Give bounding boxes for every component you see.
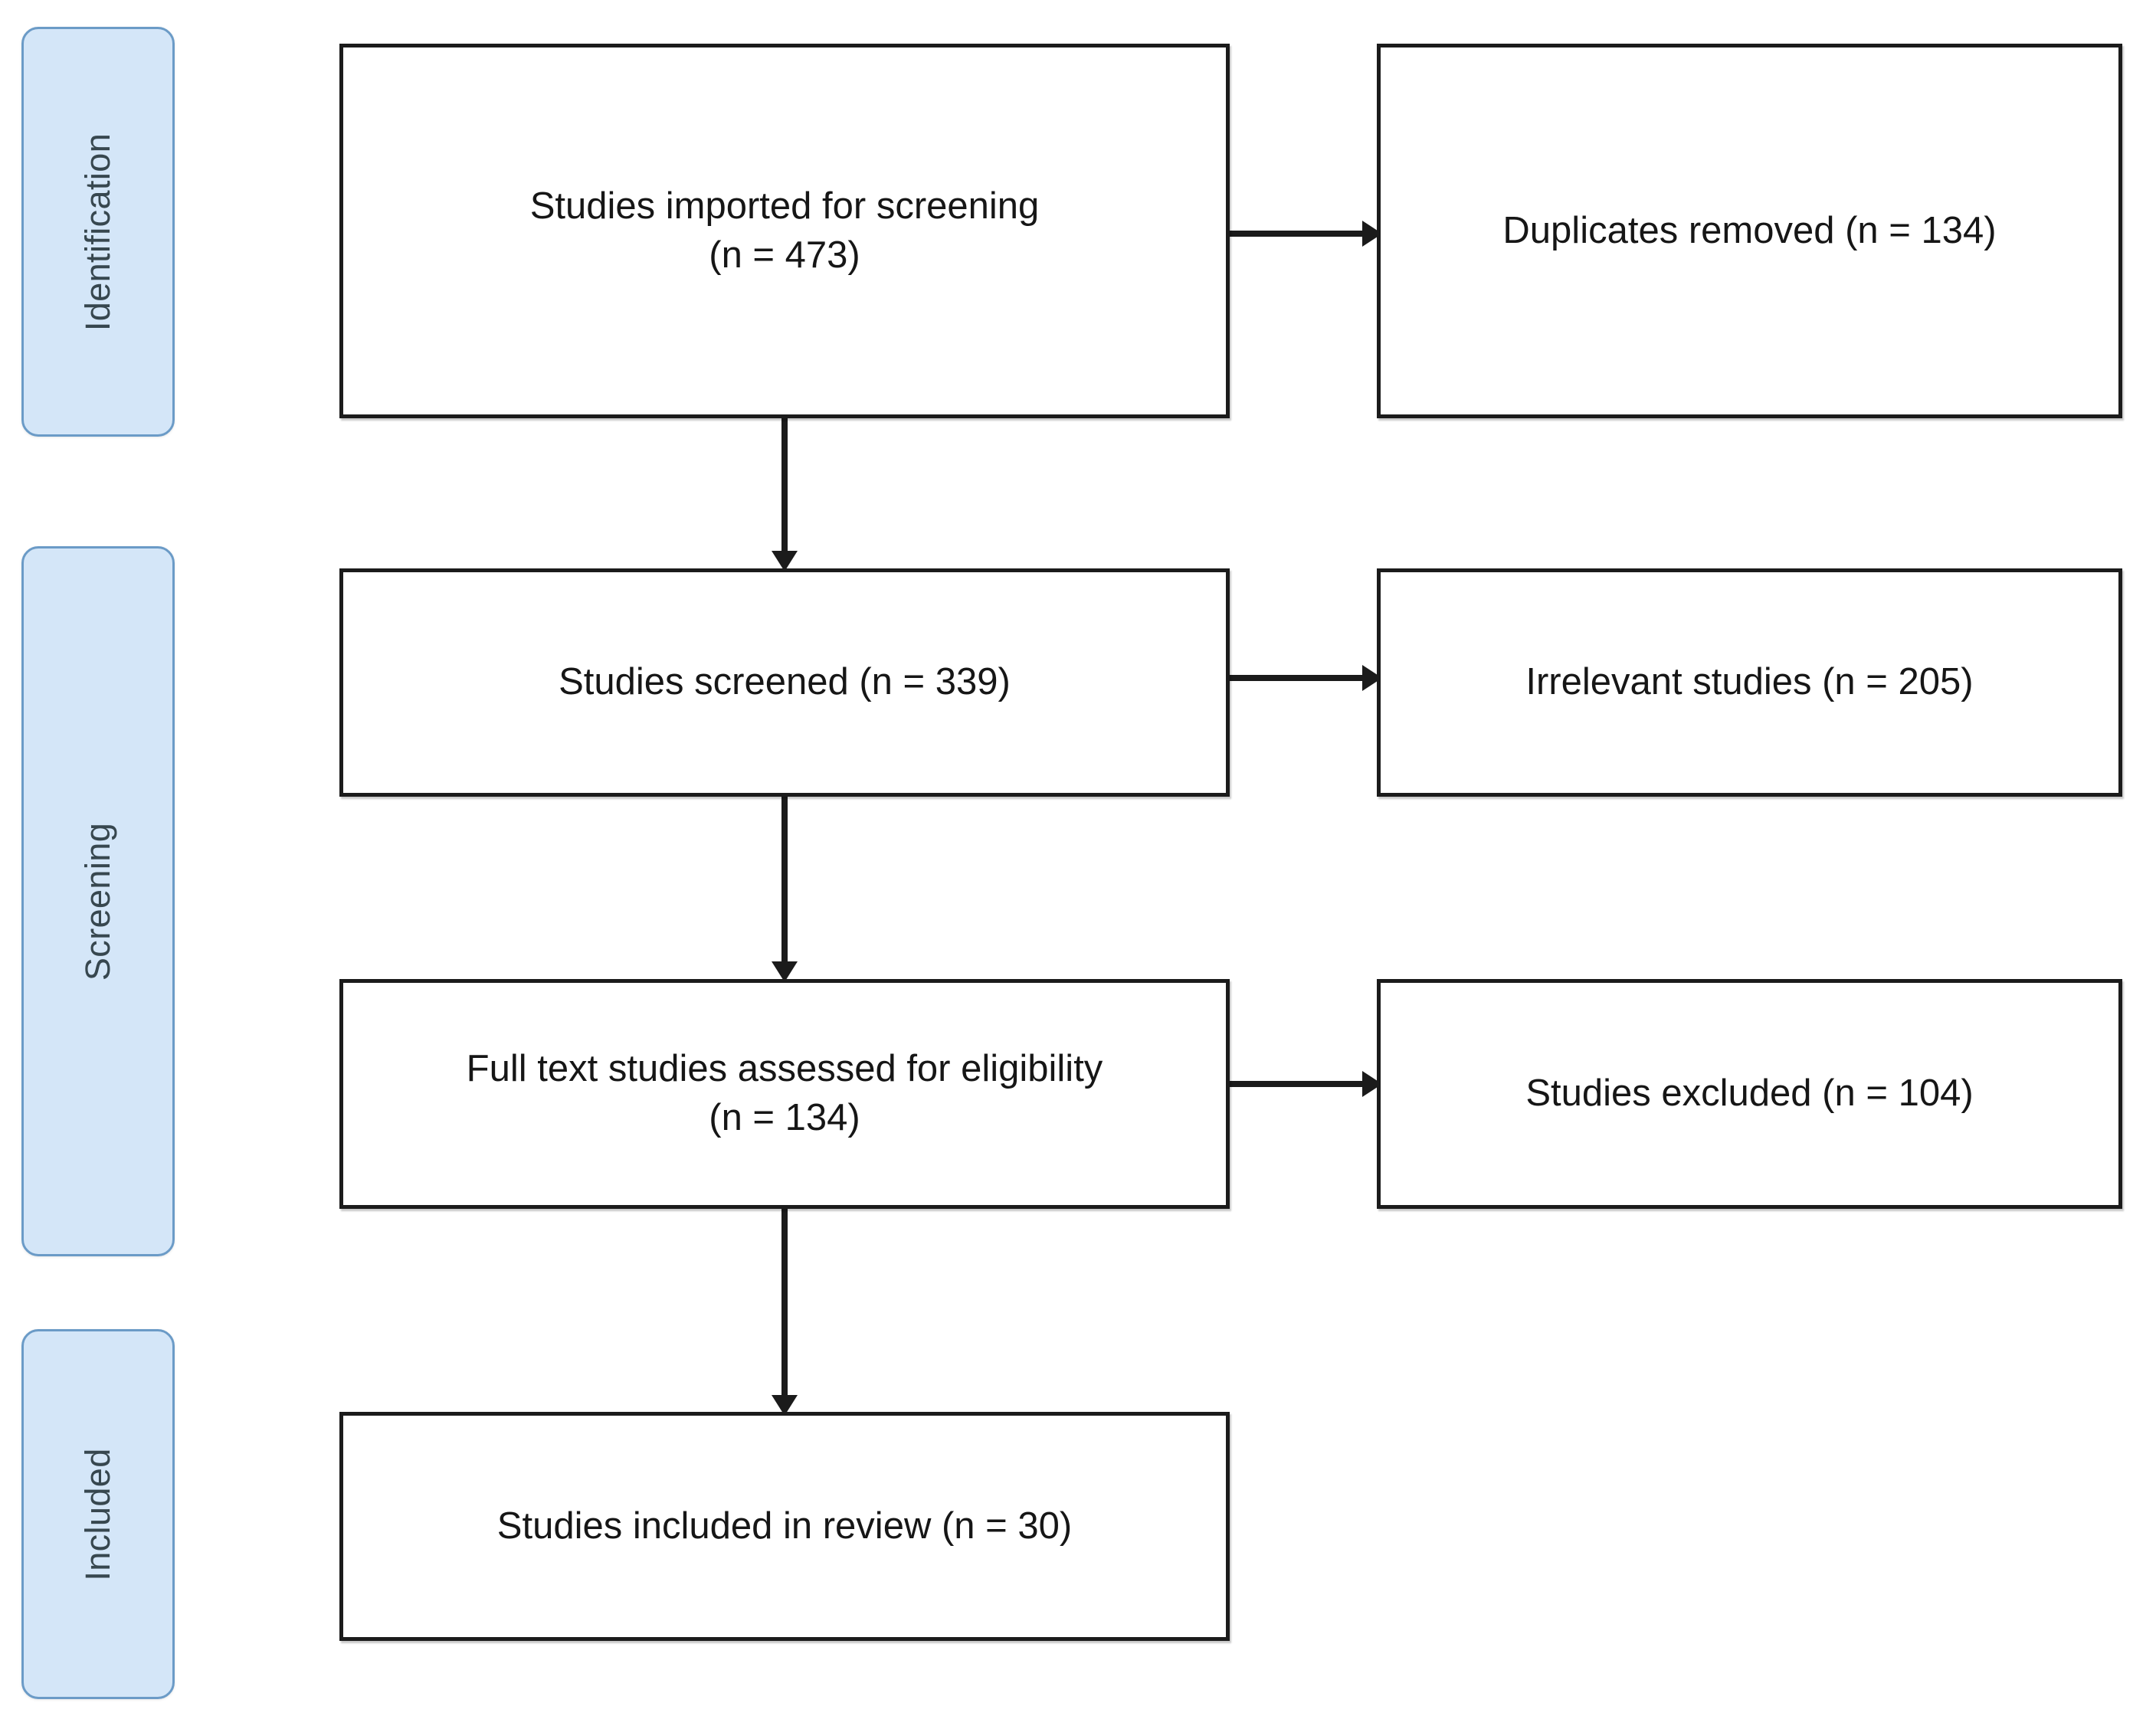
connector-screened-to-fulltext <box>767 793 802 983</box>
flow-box-studies-screened-line1: Studies screened (n = 339) <box>559 661 1011 703</box>
flow-box-studies-imported[interactable]: Studies imported for screening (n = 473) <box>339 44 1230 418</box>
flow-box-duplicates-removed-text: Duplicates removed (n = 134) <box>1483 207 2016 256</box>
connector-imported-to-screened <box>767 414 802 572</box>
flow-box-studies-included[interactable]: Studies included in review (n = 30) <box>339 1412 1230 1641</box>
flow-box-duplicates-removed[interactable]: Duplicates removed (n = 134) <box>1377 44 2122 418</box>
flow-box-studies-included-text: Studies included in review (n = 30) <box>477 1502 1092 1551</box>
flow-box-irrelevant-studies-text: Irrelevant studies (n = 205) <box>1506 658 1993 707</box>
flow-box-studies-imported-line2: (n = 473) <box>709 234 860 276</box>
flow-box-studies-imported-text: Studies imported for screening (n = 473) <box>510 182 1060 280</box>
flow-box-full-text-assessed-line1: Full text studies assessed for eligibili… <box>466 1048 1103 1090</box>
stage-band-label-identification: Identification <box>78 133 117 331</box>
stage-band-included: Included <box>21 1329 175 1699</box>
flow-box-duplicates-removed-line1: Duplicates removed (n = 134) <box>1502 209 1997 251</box>
connector-screened-to-irrelevant <box>1226 660 1383 696</box>
stage-band-label-screening: Screening <box>78 822 117 981</box>
flow-box-studies-included-line1: Studies included in review (n = 30) <box>496 1505 1073 1547</box>
flow-box-studies-screened-text: Studies screened (n = 339) <box>539 658 1030 707</box>
flow-box-full-text-assessed[interactable]: Full text studies assessed for eligibili… <box>339 979 1230 1209</box>
stage-band-screening: Screening <box>21 546 175 1256</box>
flow-box-studies-excluded[interactable]: Studies excluded (n = 104) <box>1377 979 2122 1209</box>
stage-band-identification: Identification <box>21 27 175 437</box>
flow-box-studies-excluded-text: Studies excluded (n = 104) <box>1506 1069 1993 1118</box>
flow-box-studies-screened[interactable]: Studies screened (n = 339) <box>339 568 1230 797</box>
flow-box-full-text-assessed-line2: (n = 134) <box>709 1097 860 1138</box>
connector-fulltext-to-excluded <box>1226 1066 1383 1102</box>
stage-band-label-included: Included <box>78 1447 117 1581</box>
flow-box-studies-excluded-line1: Studies excluded (n = 104) <box>1525 1072 1974 1115</box>
connector-imported-to-duplicates <box>1226 216 1383 251</box>
flow-box-irrelevant-studies-line1: Irrelevant studies (n = 205) <box>1525 661 1974 703</box>
connector-fulltext-to-included <box>767 1205 802 1416</box>
flow-box-full-text-assessed-text: Full text studies assessed for eligibili… <box>447 1045 1123 1142</box>
flow-box-studies-imported-line1: Studies imported for screening <box>529 185 1040 227</box>
flow-box-irrelevant-studies[interactable]: Irrelevant studies (n = 205) <box>1377 568 2122 797</box>
